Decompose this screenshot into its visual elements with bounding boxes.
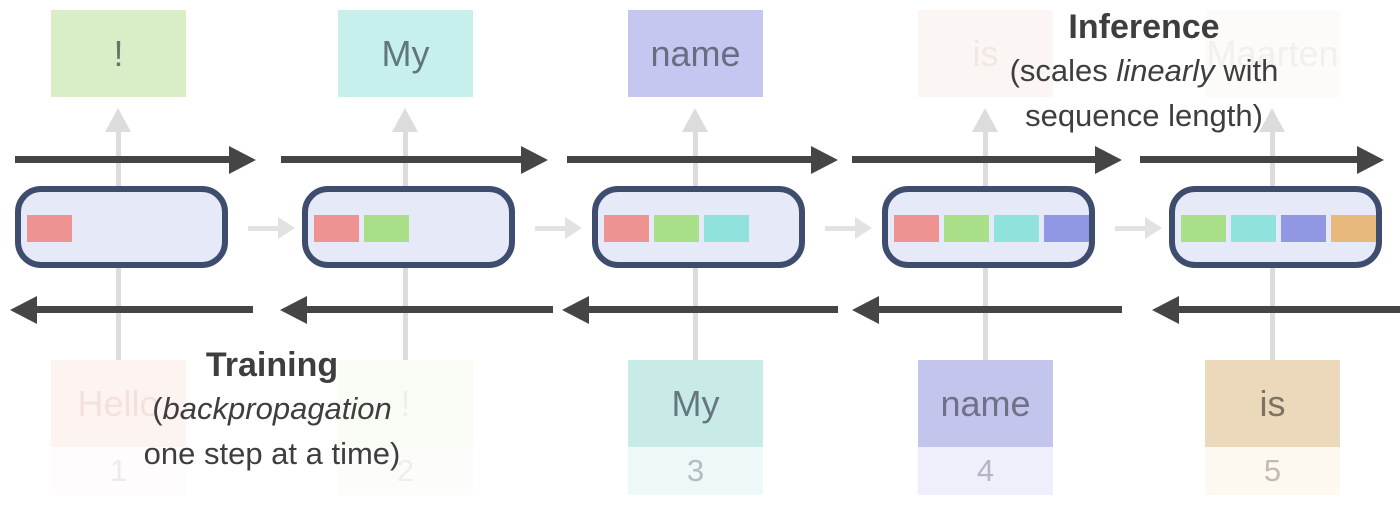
- backward-arrowhead-icon: [852, 296, 879, 324]
- memory-cell: [314, 215, 359, 242]
- training-line2-italic: backpropagation: [162, 391, 392, 426]
- input-token-box: My: [628, 360, 763, 447]
- input-flow-line: [403, 268, 408, 360]
- memory-cell: [944, 215, 989, 242]
- input-token-box: !: [338, 360, 473, 447]
- hidden-state-arrow: [1115, 226, 1147, 231]
- forward-arrowhead-icon: [1357, 146, 1384, 174]
- output-token-box: !: [51, 10, 186, 97]
- rnn-cell-box: [15, 186, 228, 268]
- backward-arrowhead-icon: [1152, 296, 1179, 324]
- inference-title: Inference: [1068, 8, 1220, 46]
- up-arrow-icon: [105, 108, 131, 132]
- rnn-cell-box: [592, 186, 805, 268]
- output-token-box: Maarten: [1205, 10, 1340, 97]
- forward-arrow: [852, 156, 1098, 163]
- forward-arrowhead-icon: [1095, 146, 1122, 174]
- memory-cell: [1281, 215, 1326, 242]
- rnn-cell-box: [302, 186, 515, 268]
- memory-cell: [27, 215, 72, 242]
- backward-arrowhead-icon: [280, 296, 307, 324]
- position-number: 3: [628, 447, 763, 495]
- memory-cell: [994, 215, 1039, 242]
- backward-arrow: [876, 306, 1122, 313]
- input-flow-line: [983, 268, 988, 360]
- memory-cell: [604, 215, 649, 242]
- forward-arrowhead-icon: [229, 146, 256, 174]
- training-line2: (backpropagation: [92, 386, 452, 431]
- backward-arrowhead-icon: [10, 296, 37, 324]
- hidden-state-arrowhead-icon: [855, 217, 872, 239]
- up-arrow-icon: [682, 108, 708, 132]
- position-number: 2: [338, 447, 473, 495]
- memory-cell: [894, 215, 939, 242]
- rnn-cell-box: [882, 186, 1095, 268]
- input-token-box: name: [918, 360, 1053, 447]
- memory-cell: [704, 215, 749, 242]
- training-line3: one step at a time): [143, 436, 401, 471]
- inference-line2-italic: linearly: [1116, 53, 1215, 88]
- inference-line2-suffix: with: [1214, 53, 1279, 88]
- output-token-box: is: [918, 10, 1053, 97]
- backward-arrow: [586, 306, 838, 313]
- inference-line3: sequence length): [1025, 98, 1263, 133]
- input-token-box: is: [1205, 360, 1340, 447]
- training-title: Training: [205, 346, 339, 384]
- hidden-state-arrow: [248, 226, 280, 231]
- memory-cell: [1181, 215, 1226, 242]
- memory-cell: [364, 215, 409, 242]
- forward-arrow: [1140, 156, 1360, 163]
- forward-arrow: [567, 156, 814, 163]
- rnn-cell-box: [1169, 186, 1382, 268]
- memory-cell: [1044, 215, 1089, 242]
- memory-cell: [654, 215, 699, 242]
- inference-line2-prefix: (scales: [1009, 53, 1117, 88]
- forward-arrowhead-icon: [811, 146, 838, 174]
- memory-cell: [1231, 215, 1276, 242]
- position-number: 5: [1205, 447, 1340, 495]
- output-token-box: name: [628, 10, 763, 97]
- hidden-state-arrow: [535, 226, 567, 231]
- backward-arrow: [304, 306, 553, 313]
- up-arrow-icon: [972, 108, 998, 132]
- output-token-box: My: [338, 10, 473, 97]
- input-flow-line: [116, 268, 121, 360]
- up-arrow-icon: [1259, 108, 1285, 132]
- backward-arrow: [1176, 306, 1400, 313]
- position-number: 4: [918, 447, 1053, 495]
- backward-arrow: [34, 306, 253, 313]
- position-number: 1: [51, 447, 186, 495]
- backward-arrowhead-icon: [562, 296, 589, 324]
- hidden-state-arrow: [825, 226, 857, 231]
- input-token-box: Hello: [51, 360, 186, 447]
- inference-annotation: Inference (scales linearly with sequence…: [964, 6, 1324, 138]
- forward-arrow: [281, 156, 524, 163]
- forward-arrow: [15, 156, 232, 163]
- input-flow-line: [693, 268, 698, 360]
- hidden-state-arrowhead-icon: [278, 217, 295, 239]
- inference-line2: (scales linearly with: [964, 48, 1324, 93]
- training-annotation: Training (backpropagation one step at a …: [92, 344, 452, 476]
- forward-arrowhead-icon: [521, 146, 548, 174]
- input-flow-line: [1270, 268, 1275, 360]
- hidden-state-arrowhead-icon: [565, 217, 582, 239]
- up-arrow-icon: [392, 108, 418, 132]
- training-line2-prefix: (: [152, 391, 163, 426]
- memory-cell: [1331, 215, 1376, 242]
- hidden-state-arrowhead-icon: [1145, 217, 1162, 239]
